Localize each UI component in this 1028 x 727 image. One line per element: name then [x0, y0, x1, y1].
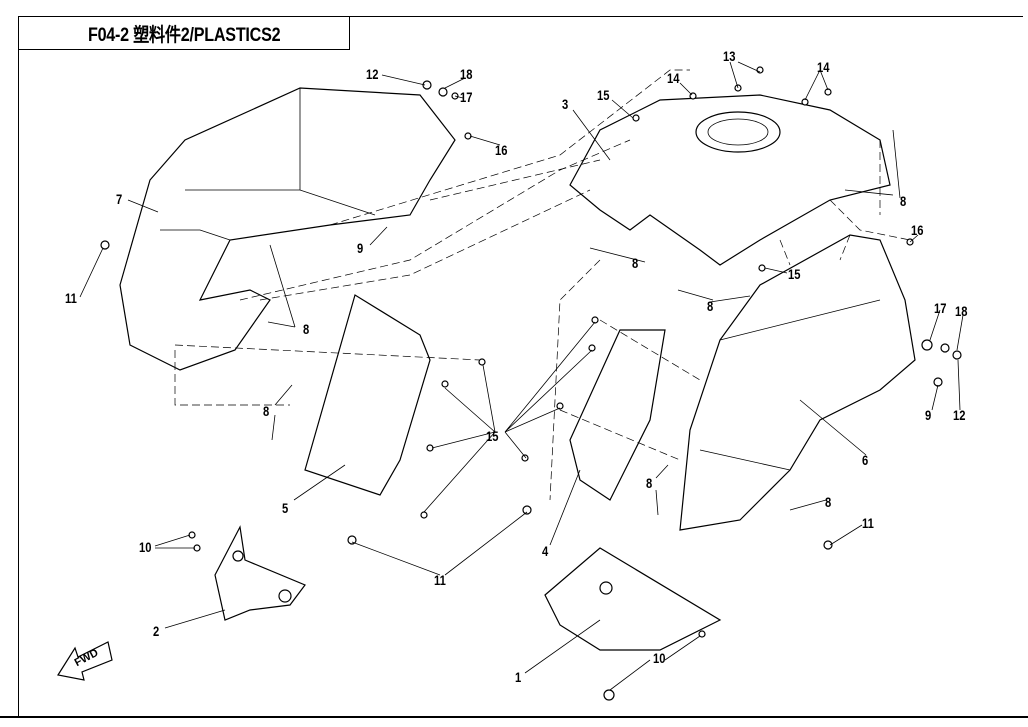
page-title: F04-2 塑料件2/PLASTICS2: [87, 24, 281, 46]
part-callout-9: 9: [925, 407, 932, 423]
part-callout-11: 11: [862, 515, 874, 531]
part-callout-14: 14: [817, 59, 830, 75]
part-7-left-side-cover: [119, 87, 456, 371]
part-callout-12: 12: [953, 407, 966, 423]
part-6-right-side-cover: [679, 234, 916, 531]
fwd-arrow-icon: [57, 641, 113, 681]
part-callout-18: 18: [955, 303, 968, 319]
drawing-frame: [18, 16, 1023, 717]
title-box: F04-2 塑料件2/PLASTICS2: [18, 16, 350, 50]
part-callout-3: 3: [562, 96, 569, 112]
fasteners: [100, 66, 962, 701]
part-callout-15: 15: [486, 428, 499, 444]
bottom-border: [0, 716, 1028, 718]
part-callout-8: 8: [707, 298, 714, 314]
part-callout-10: 10: [139, 539, 152, 555]
part-callout-16: 16: [911, 222, 924, 238]
part-2-lower-bracket: [214, 525, 306, 621]
part-callout-8: 8: [825, 494, 832, 510]
part-callout-1: 1: [515, 669, 522, 685]
part-callout-9: 9: [357, 240, 364, 256]
part-callout-8: 8: [646, 475, 653, 491]
part-callout-11: 11: [434, 572, 446, 588]
part-callout-15: 15: [788, 266, 801, 282]
part-callout-7: 7: [116, 191, 123, 207]
part-callout-4: 4: [542, 543, 549, 559]
part-callout-10: 10: [653, 650, 666, 666]
part-callout-8: 8: [303, 321, 310, 337]
part-callout-5: 5: [282, 500, 289, 516]
part-callout-18: 18: [460, 66, 473, 82]
part-callout-8: 8: [263, 403, 270, 419]
part-callout-17: 17: [934, 300, 947, 316]
part-callout-15: 15: [597, 87, 610, 103]
leader-lines: [79, 61, 964, 691]
part-5-inner-panel: [304, 294, 431, 496]
assembly-lines: [174, 69, 911, 501]
part-4-inner-panel: [569, 329, 666, 501]
part-callout-16: 16: [495, 142, 508, 158]
part-callout-13: 13: [723, 48, 736, 64]
part-callout-17: 17: [460, 89, 473, 105]
part-callout-12: 12: [366, 66, 379, 82]
part-callout-2: 2: [153, 623, 160, 639]
part-callout-11: 11: [65, 290, 77, 306]
part-callout-6: 6: [862, 452, 869, 468]
part-callout-14: 14: [667, 70, 680, 86]
part-1-lower-guard: [544, 547, 722, 651]
part-callout-8: 8: [900, 193, 907, 209]
part-callout-8: 8: [632, 255, 639, 271]
